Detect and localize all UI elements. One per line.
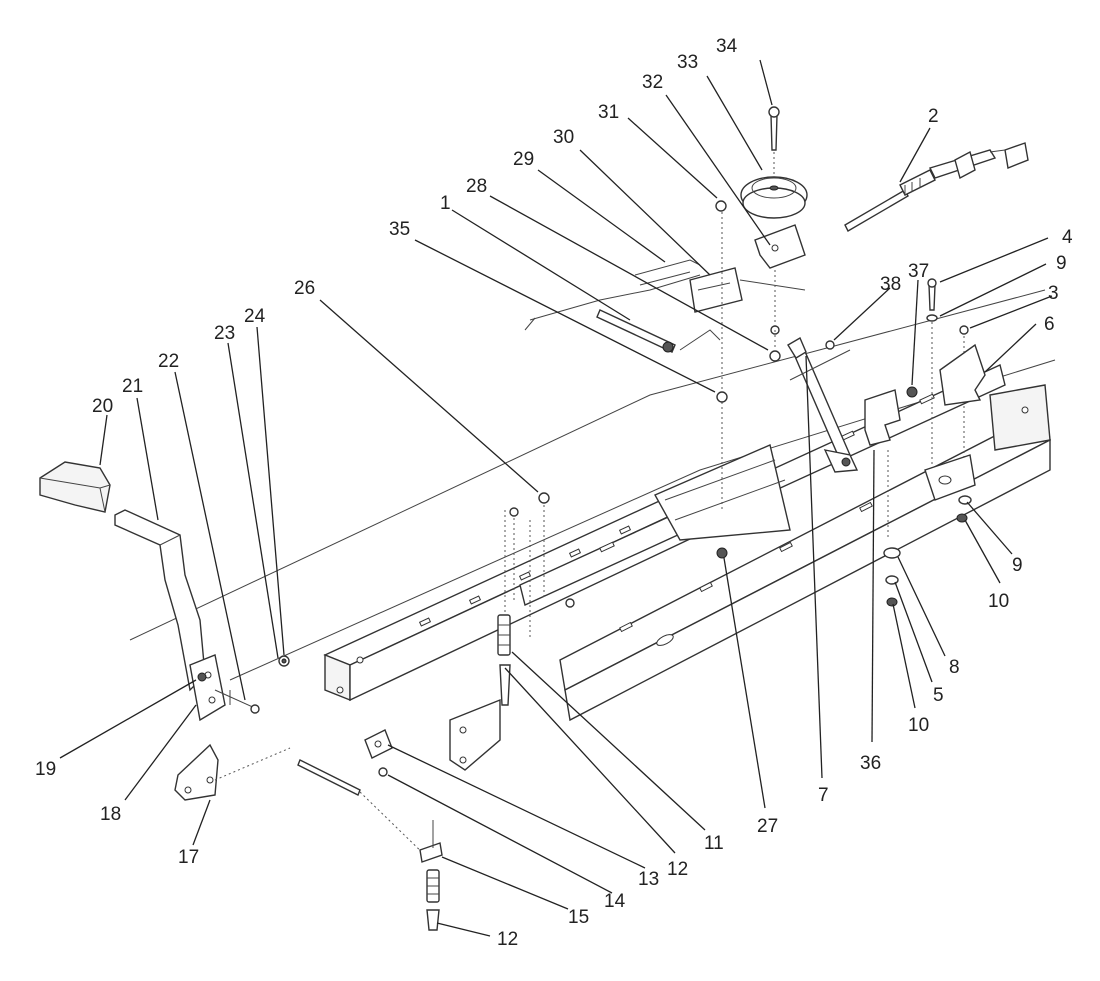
mount-bracket (174, 743, 219, 801)
idler-bracket (754, 224, 806, 269)
callout-11: 11 (704, 833, 724, 854)
nut-28 (769, 350, 781, 362)
brake-linkage (297, 510, 531, 931)
bolt-34 (770, 114, 778, 151)
frame-rear-end (989, 384, 1051, 451)
callout-22: 22 (158, 351, 179, 372)
callout-28: 28 (466, 176, 487, 197)
bolt-4 (928, 284, 936, 311)
lower-clip (419, 842, 443, 863)
callout-8: 8 (949, 657, 960, 678)
callout-15: 15 (568, 907, 589, 928)
washer-8 (883, 547, 901, 559)
nut-27 (716, 547, 728, 559)
callout-36: 36 (860, 753, 881, 774)
nut-10-upper (956, 513, 968, 523)
callout-12-upper: 12 (667, 859, 688, 880)
callout-30: 30 (553, 127, 574, 148)
cable-end-bracket (1004, 142, 1029, 169)
callout-37: 37 (908, 261, 929, 282)
washer-5 (885, 575, 899, 585)
plate-6 (939, 343, 986, 406)
callout-27: 27 (757, 816, 778, 837)
callout-1: 1 (440, 193, 451, 214)
nut-10-lower (886, 597, 898, 607)
callout-9-lower: 9 (1012, 555, 1023, 576)
callout-17: 17 (178, 847, 199, 868)
cable-assembly (844, 142, 1029, 232)
lower-support-bracket (449, 698, 501, 771)
nut-35 (716, 391, 728, 403)
brake-pedal-assembly (39, 461, 291, 801)
rail-holes-right (619, 406, 1029, 646)
callout-20: 20 (92, 396, 113, 417)
callout-23: 23 (214, 323, 235, 344)
callout-33: 33 (677, 52, 698, 73)
callout-7: 7 (818, 785, 829, 806)
callout-10-upper: 10 (988, 591, 1009, 612)
callout-3: 3 (1048, 283, 1059, 304)
callout-26: 26 (294, 278, 315, 299)
callout-13: 13 (638, 869, 659, 890)
bolt-37 (906, 386, 918, 398)
pivot-bolt (214, 689, 256, 709)
hardware-nuts (509, 492, 728, 608)
nut-26 (538, 492, 550, 504)
callout-5: 5 (933, 685, 944, 706)
callout-12-lower: 12 (497, 929, 518, 950)
callout-14: 14 (604, 891, 626, 912)
cable (844, 189, 909, 232)
pedal-bracket (189, 654, 226, 722)
callout-18: 18 (100, 804, 121, 825)
callout-19: 19 (35, 759, 56, 780)
mount-plate (689, 267, 743, 313)
bolt-3 (959, 325, 969, 335)
callout-10-lower: 10 (908, 715, 929, 736)
callout-32: 32 (642, 72, 663, 93)
frame-assembly (129, 289, 1056, 771)
idler-pulley-assembly (524, 106, 808, 510)
callout-4: 4 (1062, 227, 1073, 248)
right-hardware (787, 278, 986, 607)
callout-31: 31 (598, 102, 619, 123)
rail-holes-left (336, 525, 632, 694)
nut-upper-left (509, 507, 519, 517)
bolt-14 (378, 767, 388, 777)
support-arm (634, 259, 701, 286)
callout-24: 24 (244, 306, 266, 327)
bolt-31 (715, 200, 727, 212)
leader-lines (59, 59, 1053, 937)
callout-35: 35 (389, 219, 410, 240)
rod-1 (596, 309, 676, 353)
callout-2: 2 (928, 106, 939, 127)
callout-38: 38 (880, 274, 901, 295)
brake-rod (297, 759, 361, 796)
bracket-36 (864, 389, 901, 446)
nut-19 (197, 672, 207, 682)
callout-29: 29 (513, 149, 534, 170)
callout-6: 6 (1044, 314, 1055, 335)
washer-9-lower (958, 495, 972, 505)
washer-9-upper (926, 314, 938, 322)
callout-labels: 34 33 32 31 30 29 28 1 35 26 24 23 22 21… (35, 36, 1073, 950)
callout-34: 34 (716, 36, 738, 57)
callout-21: 21 (122, 376, 143, 397)
nut-mid (565, 598, 575, 608)
callout-9-upper: 9 (1056, 253, 1067, 274)
shaft-7 (789, 339, 851, 461)
pedal-arm (114, 509, 206, 692)
nut-38 (825, 340, 835, 350)
pedal-pad (39, 461, 111, 513)
